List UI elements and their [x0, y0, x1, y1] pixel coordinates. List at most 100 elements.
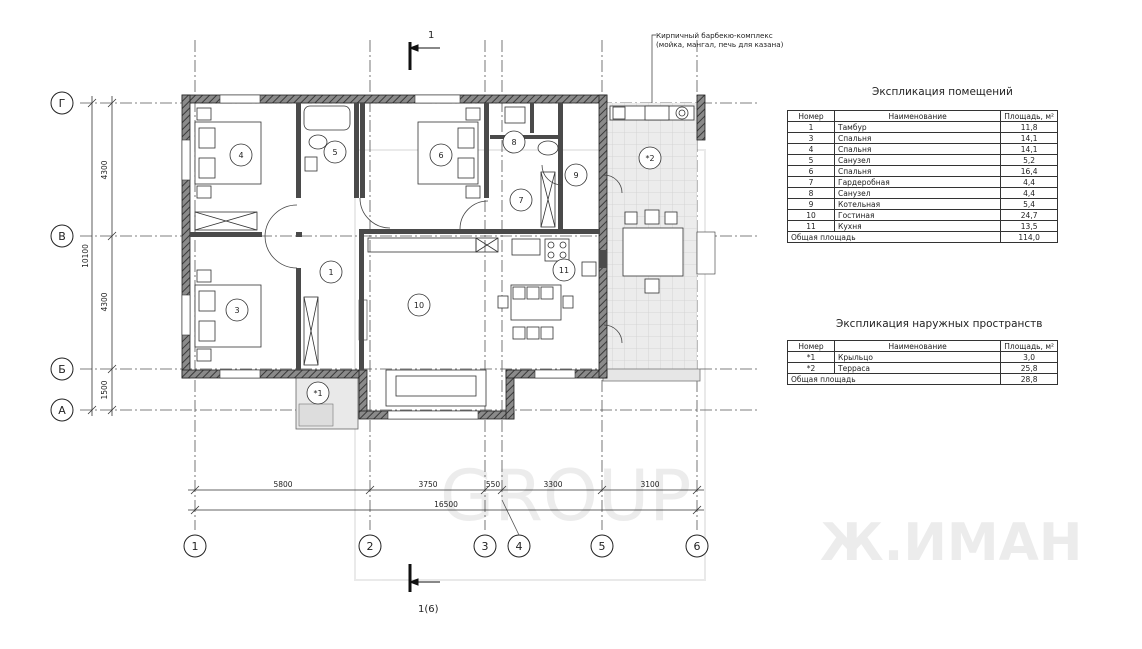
- row-area: 16,4: [1000, 165, 1058, 177]
- room-mark-8: 8: [511, 138, 516, 147]
- row-num: *1: [787, 351, 835, 363]
- axis-markers-numbers: [183, 534, 709, 558]
- room-mark-9: 9: [573, 171, 578, 180]
- outdoor-col-num: Номер: [787, 340, 835, 352]
- row-name: Котельная: [833, 198, 1002, 210]
- dim-bottom-total: 16500: [434, 500, 458, 509]
- room-mark-11: 11: [559, 266, 569, 275]
- total-area: 114,0: [1000, 231, 1058, 243]
- row-name: Санузел: [833, 154, 1002, 166]
- rooms-col-name: Наименование: [833, 110, 1002, 122]
- room-mark-1: 1: [328, 268, 333, 277]
- furniture: [385, 105, 695, 407]
- dim-left-1: 4300: [100, 160, 109, 179]
- dim-bottom-1: 5800: [273, 480, 292, 489]
- outdoor-table-header: Номер Наименование Площадь, м²: [787, 340, 1058, 352]
- section-mark-bottom: [408, 564, 440, 592]
- dim-left-total: 10100: [81, 244, 90, 268]
- row-num: 10: [787, 209, 835, 221]
- room-mark-6: 6: [438, 151, 443, 160]
- axis-label-a: А: [58, 404, 66, 417]
- watermark: GROUP Ж.ИМАН: [354, 149, 1082, 581]
- row-num: 8: [787, 187, 835, 199]
- room-mark-5: 5: [332, 148, 337, 157]
- rooms-col-area: Площадь, м²: [1000, 110, 1058, 122]
- row-num: 5: [787, 154, 835, 166]
- row-name: Гардеробная: [833, 176, 1002, 188]
- row-area: 14,1: [1000, 132, 1058, 144]
- room-mark-porch: *1: [313, 389, 322, 398]
- left-dimension-chain: [87, 96, 117, 416]
- rooms-table-header: Номер Наименование Площадь, м²: [787, 110, 1058, 122]
- row-area: 4,4: [1000, 187, 1058, 199]
- room-mark-4: 4: [238, 151, 243, 160]
- outdoor-col-name: Наименование: [833, 340, 1002, 352]
- row-name: Санузел: [833, 187, 1002, 199]
- bottom-dimension-chain: [188, 485, 704, 515]
- axis-label-4: 4: [516, 540, 523, 553]
- windows: [181, 94, 716, 420]
- dim-left-3: 1500: [100, 380, 109, 399]
- annotation-leader: [651, 34, 656, 103]
- bbq-annotation-line2: (мойка, мангал, печь для казана): [656, 40, 784, 49]
- outdoor-table-title: Экспликация наружных пространств: [836, 318, 1043, 330]
- watermark-site: Ж.ИМАН: [820, 513, 1082, 573]
- row-area: 14,1: [1000, 143, 1058, 155]
- axis-label-6: 6: [694, 540, 701, 553]
- room-mark-3: 3: [234, 306, 239, 315]
- beds: [194, 107, 481, 362]
- row-area: 3,0: [1000, 351, 1058, 363]
- row-name: Гостиная: [833, 209, 1002, 221]
- row-num: 4: [787, 143, 835, 155]
- watermark-brand: GROUP: [440, 455, 691, 537]
- dim-left-2: 4300: [100, 292, 109, 311]
- row-num: 1: [787, 121, 835, 133]
- bbq-annotation-line1: Кирпичный барбекю-комплекс: [656, 31, 773, 40]
- axis-label-5: 5: [599, 540, 606, 553]
- row-name: Спальня: [833, 143, 1002, 155]
- row-num: *2: [787, 362, 835, 374]
- row-area: 13,5: [1000, 220, 1058, 232]
- axis-label-2: 2: [367, 540, 374, 553]
- row-name: Терраса: [833, 362, 1002, 374]
- axis-label-g: Г: [59, 97, 66, 110]
- room-mark-10: 10: [414, 301, 424, 310]
- bbq-annotation: Кирпичный барбекю-комплекс (мойка, манга…: [656, 31, 783, 49]
- dim-bottom-5: 3100: [640, 480, 659, 489]
- axis-markers-letters: [50, 91, 74, 422]
- row-num: 6: [787, 165, 835, 177]
- section-mark-top: [408, 42, 440, 70]
- row-name: Тамбур: [833, 121, 1002, 133]
- row-name: Спальня: [833, 132, 1002, 144]
- row-name: Кухня: [833, 220, 1002, 232]
- rooms-table-title: Экспликация помещений: [872, 86, 1013, 98]
- row-area: 5,4: [1000, 198, 1058, 210]
- row-num: 11: [787, 220, 835, 232]
- row-area: 24,7: [1000, 209, 1058, 221]
- room-mark-terrace: *2: [645, 154, 654, 163]
- total-label: Общая площадь: [786, 373, 1002, 385]
- dim-bottom-4: 3300: [543, 480, 562, 489]
- axis-label-1: 1: [192, 540, 199, 553]
- row-num: 7: [787, 176, 835, 188]
- total-label: Общая площадь: [786, 231, 1002, 243]
- row-area: 11,8: [1000, 121, 1058, 133]
- row-area: 5,2: [1000, 154, 1058, 166]
- rooms-col-num: Номер: [787, 110, 835, 122]
